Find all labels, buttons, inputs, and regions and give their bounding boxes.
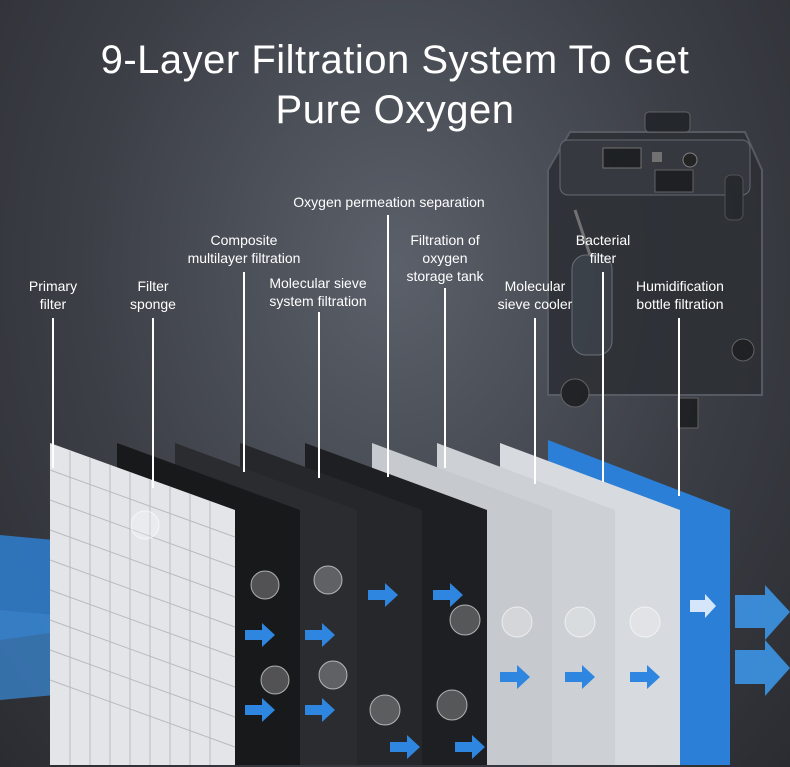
pointer-line bbox=[52, 318, 54, 468]
pointer-line bbox=[243, 272, 245, 472]
pointer-line bbox=[602, 272, 604, 482]
pointer-line bbox=[678, 318, 680, 496]
pointer-line bbox=[152, 318, 154, 488]
pointer-line bbox=[318, 312, 320, 478]
pointer-line bbox=[444, 288, 446, 468]
label-oxygen-permeation: Oxygen permeation separation bbox=[293, 194, 485, 210]
pointer-line bbox=[387, 215, 389, 477]
pointer-line bbox=[534, 318, 536, 484]
headline-line-1: 9-Layer Filtration System To Get bbox=[100, 38, 690, 82]
headline-line-2: Pure Oxygen bbox=[275, 88, 515, 132]
